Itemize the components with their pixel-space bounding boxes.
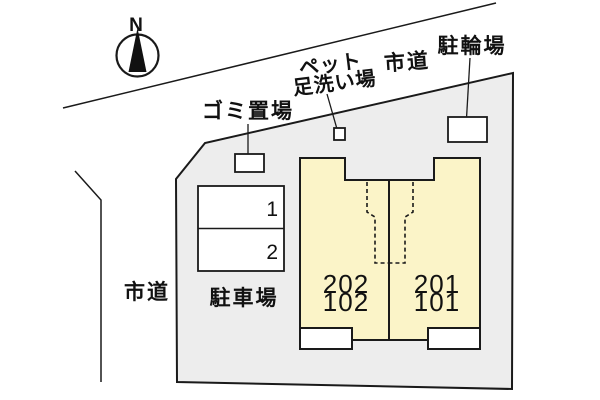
unit-number-left-lower: 102 bbox=[323, 287, 369, 317]
bicycle-parking-label: 駐輪場 bbox=[438, 34, 507, 58]
parking-area: 1 2 駐車場 bbox=[197, 185, 285, 310]
entrance-porch-left bbox=[299, 327, 353, 350]
parking-stall-1-number: 1 bbox=[266, 198, 278, 221]
bicycle-parking-area: 駐輪場 bbox=[438, 34, 507, 143]
bicycle-parking-box bbox=[447, 116, 488, 143]
garbage-label: ゴミ置場 bbox=[202, 99, 294, 123]
north-compass: N bbox=[115, 15, 160, 78]
garbage-area: ゴミ置場 bbox=[202, 99, 294, 173]
north-label: N bbox=[129, 15, 143, 36]
garbage-box bbox=[234, 153, 265, 173]
bicycle-leader-line bbox=[465, 57, 471, 128]
road-label-top: 市道 bbox=[383, 48, 431, 75]
building: 202 102 201 101 bbox=[299, 157, 481, 350]
parking-stall-2-number: 2 bbox=[266, 241, 278, 264]
road-edge-top bbox=[62, 2, 497, 109]
road-edge-left bbox=[74, 170, 102, 382]
pet-wash-box bbox=[333, 127, 346, 141]
pet-wash-leader-line bbox=[326, 93, 338, 130]
road-label-left: 市道 bbox=[124, 280, 170, 304]
entrance-porch-right bbox=[427, 327, 481, 350]
unit-number-right-upper: 201 bbox=[414, 269, 460, 299]
north-arrow-icon bbox=[128, 28, 147, 72]
road-label-top-group: 市道 bbox=[383, 48, 431, 75]
unit-number-right-lower: 101 bbox=[414, 287, 460, 317]
parking-label: 駐車場 bbox=[210, 286, 279, 310]
unit-number-left-upper: 202 bbox=[323, 269, 369, 299]
